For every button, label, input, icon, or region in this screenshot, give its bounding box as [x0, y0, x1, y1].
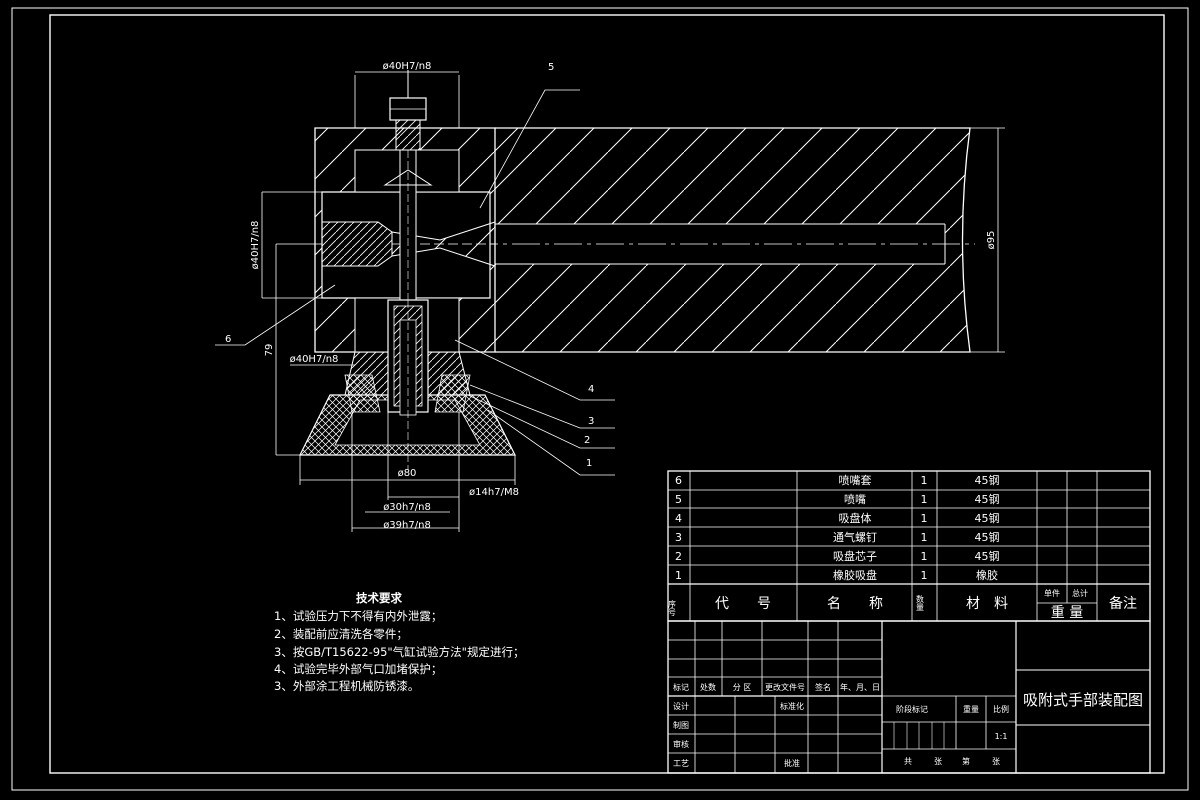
tech-item: 3、按GB/T15622-95"气缸试验方法"规定进行；	[274, 645, 524, 659]
housing-block	[314, 127, 496, 353]
bom-qty: 1	[921, 531, 928, 544]
dim-d80: ø80	[398, 468, 417, 479]
bom-header: 序号 代 号 名 称 数量 材 料 单件 总计 重 量 备注	[668, 588, 1138, 621]
bom-header-remark: 备注	[1109, 595, 1137, 612]
balloon-6: 6	[225, 334, 231, 345]
main-body	[470, 127, 975, 353]
bom-material: 橡胶	[976, 568, 998, 582]
bom-name: 喷嘴套	[839, 474, 872, 487]
bom-name: 通气螺钉	[833, 530, 877, 544]
tb-sign: 签名	[815, 682, 831, 692]
bom-no: 2	[675, 550, 682, 563]
tb-total: 共	[904, 757, 912, 766]
suction-cup	[299, 299, 516, 470]
bom-name: 喷嘴	[844, 493, 866, 506]
bom-name: 吸盘芯子	[833, 549, 877, 563]
tb-zone: 分 区	[733, 683, 752, 692]
tb-ratio: 比例	[993, 704, 1009, 714]
dim-mid-fit: ø40H7/n8	[290, 354, 339, 365]
bom-material: 45钢	[975, 474, 1000, 487]
inner-frame	[49, 14, 1165, 774]
balloon-2: 2	[584, 435, 590, 446]
bom-name: 橡胶吸盘	[833, 568, 877, 582]
bom-header-code: 代 号	[715, 596, 771, 612]
tech-item: 3、外部涂工程机械防锈漆。	[274, 679, 419, 693]
bom-header-qty: 数量	[916, 594, 925, 611]
dim-height: 79	[264, 344, 275, 357]
bom-qty: 1	[921, 474, 928, 487]
balloon-5: 5	[548, 62, 554, 73]
bom-rows: 6 喷嘴套 1 45钢 5 喷嘴 1 45钢 4 吸盘体 1 45钢 3 通气螺…	[675, 474, 1000, 582]
bom-no: 1	[675, 569, 682, 582]
tb-scale: 1:1	[995, 732, 1008, 741]
bom-no: 3	[675, 531, 682, 544]
bom-qty: 1	[921, 512, 928, 525]
tb-check: 审核	[673, 739, 689, 749]
title-block-labels: 标记 处数 分 区 更改文件号 签名 年、月、日 设计 标准化 制图 审核 工艺…	[673, 682, 1143, 768]
dim-top-fit: ø40H7/n8	[383, 61, 432, 72]
bom-qty: 1	[921, 550, 928, 563]
tb-page: 第	[962, 756, 970, 766]
bom-header-single: 单件	[1044, 588, 1060, 598]
tb-date: 年、月、日	[840, 682, 880, 692]
top-fitting	[354, 70, 460, 151]
dim-d30: ø30h7/n8	[383, 502, 431, 513]
balloon-4: 4	[588, 384, 594, 395]
tb-page-unit: 张	[992, 757, 1000, 766]
tb-draw: 制图	[673, 720, 689, 730]
tb-mark: 标记	[673, 682, 689, 692]
tech-requirements: 技术要求 1、试验压力下不得有内外泄露； 2、装配前应清洗各零件； 3、按GB/…	[274, 591, 524, 693]
balloon-3: 3	[588, 416, 594, 427]
tech-title: 技术要求	[356, 591, 402, 605]
bom-material: 45钢	[975, 512, 1000, 525]
bom-no: 5	[675, 493, 682, 506]
dim-left-fit: ø40H7/n8	[250, 221, 261, 270]
bom-qty: 1	[921, 493, 928, 506]
balloon-1: 1	[586, 458, 592, 469]
bom-header-material: 材 料	[966, 596, 1008, 612]
tb-approve: 批准	[784, 758, 800, 768]
tech-item: 1、试验压力下不得有内外泄露；	[274, 609, 442, 623]
title-block	[667, 620, 1151, 774]
bom-no: 4	[675, 512, 682, 525]
tb-count: 处数	[700, 682, 716, 692]
tb-change-doc: 更改文件号	[765, 682, 805, 692]
tech-item: 4、试验完毕外部气口加堵保护；	[274, 662, 442, 676]
tb-sheet: 张	[934, 757, 942, 766]
bom-no: 6	[675, 474, 682, 487]
bom-material: 45钢	[975, 493, 1000, 506]
bom-qty: 1	[921, 569, 928, 582]
bom-material: 45钢	[975, 550, 1000, 563]
tb-design: 设计	[673, 701, 689, 711]
drawing-title: 吸附式手部装配图	[1023, 691, 1143, 709]
tb-standard: 标准化	[780, 701, 804, 711]
dimension-lines	[215, 71, 1005, 532]
bom-header-name: 名 称	[827, 596, 883, 612]
bom-material: 45钢	[975, 531, 1000, 544]
outer-frame	[11, 7, 1189, 791]
tech-item: 2、装配前应清洗各零件；	[274, 627, 408, 641]
bom-header-total: 总计	[1072, 588, 1088, 598]
dim-d39: ø39h7/n8	[383, 520, 431, 531]
bom-header-seq: 序号	[668, 599, 677, 617]
bom-header-weight: 重 量	[1051, 605, 1083, 621]
tb-weight: 重量	[963, 704, 979, 714]
bom-name: 吸盘体	[839, 511, 872, 525]
dim-d14: ø14h7/M8	[469, 487, 519, 498]
tb-process: 工艺	[673, 759, 689, 768]
tb-stage: 阶段标记	[896, 704, 928, 714]
dim-diameter-right: ø95	[986, 231, 997, 250]
